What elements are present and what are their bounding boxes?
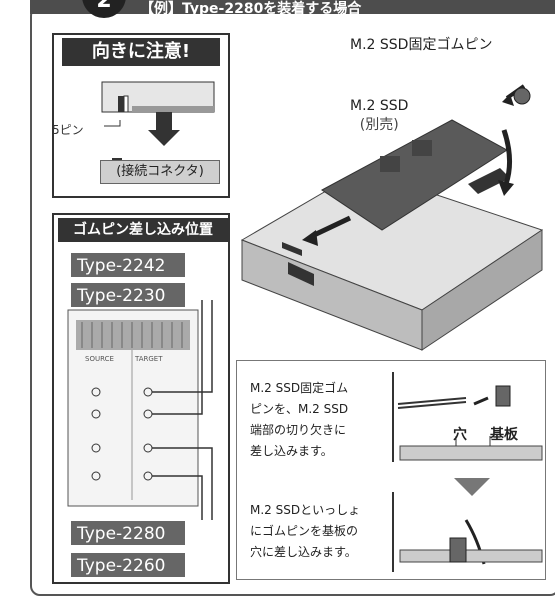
- ssd-name: M.2 SSD: [350, 98, 409, 114]
- caution-title: 向きに注意!: [62, 38, 220, 66]
- step-number: 2: [82, 0, 126, 18]
- step1-line-3: 端部の切り欠きに: [250, 423, 347, 437]
- header-title: 【例】Type-2280を装着する場合: [140, 1, 362, 17]
- type-2230-label: Type-2230: [70, 282, 186, 308]
- pin-position-title: ゴムピン差し込み位置: [58, 218, 228, 242]
- instruction-box: [236, 360, 546, 580]
- step2-line-1: M.2 SSDといっしょ: [250, 503, 361, 517]
- type-2260-label: Type-2260: [70, 552, 186, 578]
- hole-label: 穴: [453, 427, 467, 443]
- instruction-step-2: M.2 SSDといっしょ にゴムピンを基板の 穴に差し込みます。: [250, 500, 388, 563]
- target-label: TARGET: [135, 355, 163, 363]
- five-pin-label: 5ピン: [52, 123, 84, 137]
- ssd-label: M.2 SSD (別売): [350, 98, 408, 134]
- step2-line-2: にゴムピンを基板の: [250, 524, 359, 538]
- enclosure-illustration: [240, 84, 544, 351]
- step1-line-2: ピンを、M.2 SSD: [250, 402, 349, 416]
- step1-line-4: 差し込みます。: [250, 444, 333, 458]
- note-divider-1: [392, 372, 394, 462]
- rubber-pin-label: M.2 SSD固定ゴムピン: [350, 37, 493, 53]
- note-divider-2: [392, 492, 394, 572]
- type-2280-label: Type-2280: [70, 520, 186, 546]
- step2-line-3: 穴に差し込みます。: [250, 545, 357, 559]
- source-label: SOURCE: [85, 355, 114, 363]
- ssd-sub: (別売): [359, 117, 399, 133]
- connector-label: (接続コネクタ): [100, 160, 220, 184]
- detail-diagram: [397, 385, 543, 565]
- board-label: 基板: [490, 427, 518, 443]
- instruction-step-1: M.2 SSD固定ゴム ピンを、M.2 SSD 端部の切り欠きに 差し込みます。: [250, 378, 388, 462]
- header-bar-top: [30, 0, 555, 14]
- pin-panel-diagram: [67, 300, 213, 520]
- step1-line-1: M.2 SSD固定ゴム: [250, 381, 349, 395]
- connector-diagram: [101, 81, 215, 176]
- type-2242-label: Type-2242: [70, 252, 186, 278]
